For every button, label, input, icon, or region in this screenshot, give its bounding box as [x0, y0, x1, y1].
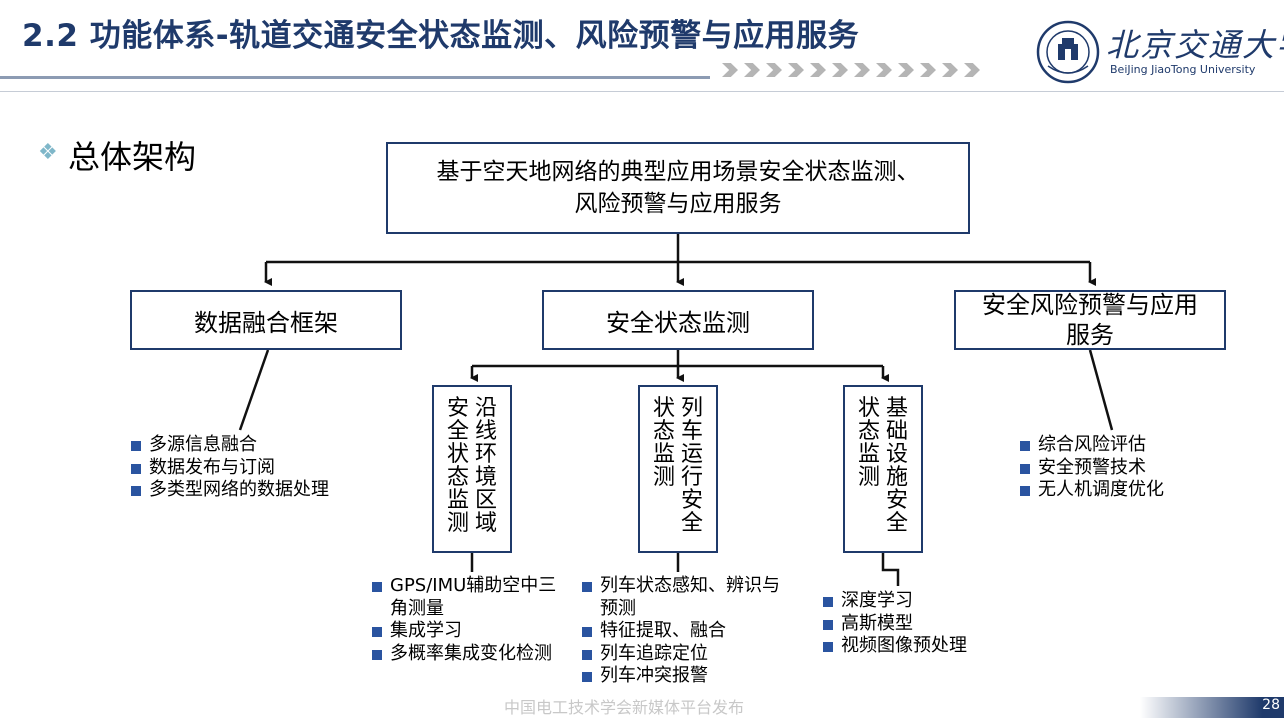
list-item-text: 数据发布与订阅	[149, 456, 275, 478]
node-risk-warning-line1: 安全风险预警与应用	[982, 291, 1198, 319]
list-item-text: 多源信息融合	[149, 434, 257, 455]
list-item: GPS/IMU辅助空中三角测量	[372, 575, 572, 620]
list-item: 数据发布与订阅	[131, 457, 329, 480]
list-item: 高斯模型	[823, 613, 967, 636]
title-underline	[0, 76, 710, 79]
node-env-monitoring: 沿线环境区域 安全状态监测	[432, 385, 512, 553]
list-item-text: GPS/IMU辅助空中三角测量	[390, 575, 557, 619]
university-seal-icon	[1036, 20, 1100, 84]
env-list: GPS/IMU辅助空中三角测量 集成学习 多概率集成变化检测	[372, 575, 572, 665]
square-bullet-icon	[1020, 486, 1030, 496]
square-bullet-icon	[823, 597, 833, 607]
list-item: 列车冲突报警	[582, 665, 782, 688]
list-item-text: 列车追踪定位	[600, 642, 708, 664]
square-bullet-icon	[131, 441, 141, 451]
warning-list: 综合风险评估 安全预警技术 无人机调度优化	[1020, 434, 1164, 502]
fusion-list: 多源信息融合 数据发布与订阅 多类型网络的数据处理	[131, 434, 329, 502]
node-risk-warning: 安全风险预警与应用 服务	[954, 290, 1226, 350]
root-node-line1: 基于空天地网络的典型应用场景安全状态监测、	[436, 159, 920, 185]
square-bullet-icon	[131, 486, 141, 496]
diamond-bullet-icon: ❖	[38, 140, 58, 165]
square-bullet-icon	[823, 619, 833, 630]
infra-list: 深度学习 高斯模型 视频图像预处理	[823, 590, 967, 658]
list-item: 特征提取、融合	[582, 620, 782, 643]
list-item: 集成学习	[372, 620, 572, 643]
square-bullet-icon	[131, 463, 141, 474]
node-env-col1: 沿线环境区域	[474, 396, 497, 536]
square-bullet-icon	[1020, 463, 1030, 474]
list-item-text: 视频图像预处理	[841, 635, 967, 656]
square-bullet-icon	[372, 582, 382, 592]
node-infra-col2: 状态监测	[857, 396, 880, 490]
chevron-decoration	[722, 63, 1022, 79]
node-infra-col1: 基础设施安全	[885, 396, 908, 536]
page-number: 28	[1262, 697, 1280, 713]
header-divider	[0, 91, 1284, 92]
footer-bar	[1140, 697, 1284, 718]
section-heading: 总体架构	[68, 138, 197, 176]
list-item-text: 无人机调度优化	[1038, 479, 1164, 500]
root-node: 基于空天地网络的典型应用场景安全状态监测、 风险预警与应用服务	[386, 142, 970, 234]
list-item-text: 安全预警技术	[1038, 456, 1146, 478]
square-bullet-icon	[582, 649, 592, 660]
node-risk-warning-line2: 服务	[1066, 321, 1114, 349]
square-bullet-icon	[582, 582, 592, 592]
list-item-text: 特征提取、融合	[600, 620, 726, 641]
train-list: 列车状态感知、辨识与预测 特征提取、融合 列车追踪定位 列车冲突报警	[582, 575, 782, 688]
node-safety-monitoring: 安全状态监测	[542, 290, 814, 350]
list-item-text: 列车冲突报警	[600, 665, 708, 686]
node-infra-monitoring: 基础设施安全 状态监测	[843, 385, 923, 553]
list-item: 视频图像预处理	[823, 635, 967, 658]
list-item: 多概率集成变化检测	[372, 643, 572, 666]
slide-title: 2.2 功能体系-轨道交通安全状态监测、风险预警与应用服务	[22, 18, 860, 54]
university-name-cn: 北京交通大学	[1106, 26, 1284, 64]
square-bullet-icon	[823, 642, 833, 652]
footer-watermark: 中国电工技术学会新媒体平台发布	[504, 698, 745, 717]
list-item: 综合风险评估	[1020, 434, 1164, 457]
node-env-col2: 安全状态监测	[446, 396, 469, 536]
list-item: 无人机调度优化	[1020, 479, 1164, 502]
root-node-line2: 风险预警与应用服务	[574, 191, 782, 217]
list-item-text: 列车状态感知、辨识与预测	[600, 575, 780, 619]
list-item-text: 多概率集成变化检测	[390, 642, 552, 664]
list-item: 列车状态感知、辨识与预测	[582, 575, 782, 620]
node-train-monitoring: 列车运行安全 状态监测	[638, 385, 718, 553]
node-train-col1: 列车运行安全	[680, 396, 703, 536]
square-bullet-icon	[582, 627, 592, 637]
square-bullet-icon	[582, 672, 592, 682]
node-data-fusion: 数据融合框架	[130, 290, 402, 350]
university-name-en: BeiJing JiaoTong University	[1110, 63, 1256, 76]
node-train-col2: 状态监测	[652, 396, 675, 490]
list-item: 深度学习	[823, 590, 967, 613]
list-item-text: 集成学习	[390, 620, 462, 641]
square-bullet-icon	[372, 627, 382, 637]
list-item: 多类型网络的数据处理	[131, 479, 329, 502]
list-item: 安全预警技术	[1020, 457, 1164, 480]
square-bullet-icon	[1020, 441, 1030, 451]
list-item: 列车追踪定位	[582, 643, 782, 666]
list-item-text: 高斯模型	[841, 612, 913, 634]
square-bullet-icon	[372, 649, 382, 660]
list-item-text: 多类型网络的数据处理	[149, 479, 329, 500]
list-item-text: 综合风险评估	[1038, 434, 1146, 455]
list-item-text: 深度学习	[841, 590, 913, 611]
list-item: 多源信息融合	[131, 434, 329, 457]
